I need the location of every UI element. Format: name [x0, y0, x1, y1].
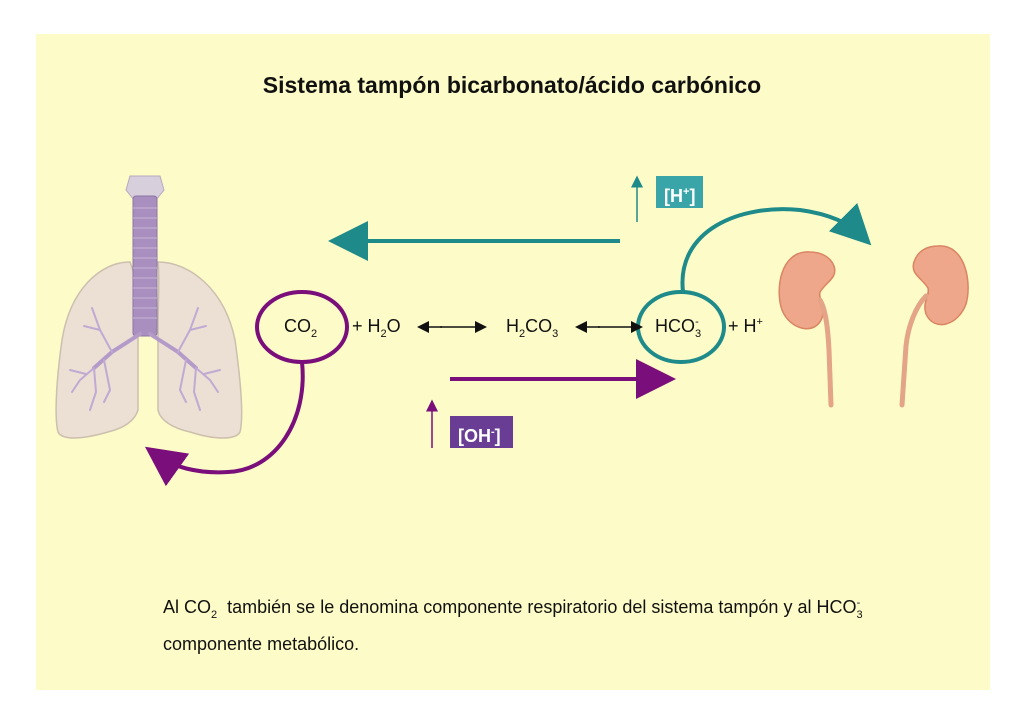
purple-curve-arrow — [144, 361, 305, 487]
teal-curve-arrow — [680, 202, 872, 293]
species-co2: CO2 — [284, 316, 318, 340]
badge-h-plus: [H+] — [656, 176, 704, 208]
species-bicarbonate: HCO3- — [655, 316, 702, 340]
species-water: + H2O — [352, 316, 401, 340]
explanatory-note: Al CO2 también se le denomina componente… — [163, 597, 863, 654]
species-carbonic-acid: H2CO3 — [506, 316, 559, 340]
species-proton: + H+ — [728, 316, 763, 336]
badge-oh-minus: [OH-] — [450, 416, 513, 448]
page-title: Sistema tampón bicarbonato/ácido carbóni… — [262, 72, 762, 98]
